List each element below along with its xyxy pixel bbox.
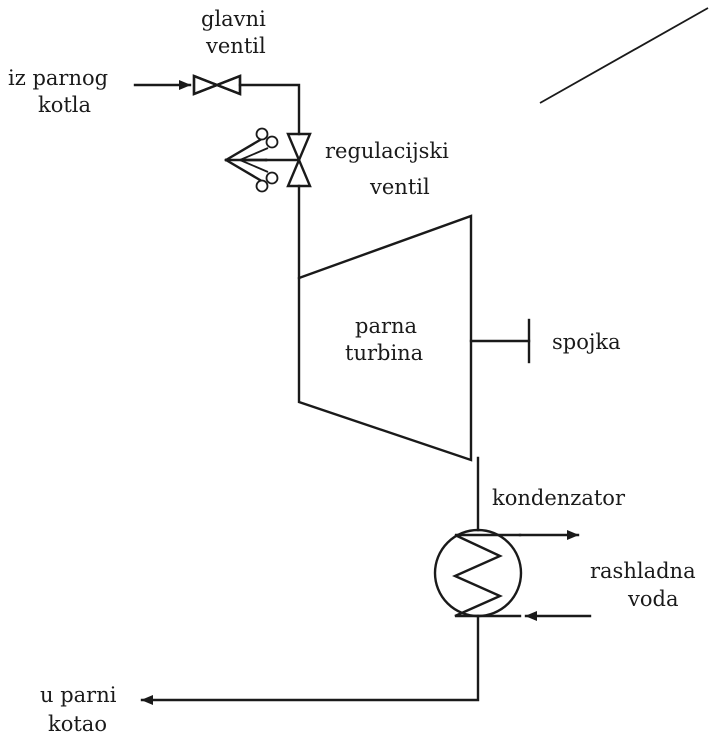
label-spojka: spojka: [552, 330, 621, 354]
label-u-parni-kotao: u parni kotao: [40, 683, 123, 736]
label-rashladna-voda: rashladna voda: [590, 559, 702, 611]
main-valve-symbol: [192, 74, 242, 96]
label-iz-parnog-kotla: iz parnog kotla: [8, 66, 115, 117]
main-to-regulating-pipe: [238, 83, 301, 136]
stray-diagonal-line: [539, 7, 709, 104]
condenser-body: [433, 528, 523, 618]
label-regulacijski-ventil: regulacijski ventil: [325, 139, 456, 199]
return-pipe: [140, 614, 480, 705]
condenser-coil: [452, 533, 522, 618]
label-kondenzator: kondenzator: [492, 486, 626, 510]
coupling-symbol: [469, 318, 531, 364]
label-glavni-ventil: glavni ventil: [201, 7, 272, 58]
label-parna-turbina: parna turbina: [345, 314, 424, 365]
governor-actuator-symbol: [224, 127, 301, 193]
turbine-body: [297, 214, 473, 462]
